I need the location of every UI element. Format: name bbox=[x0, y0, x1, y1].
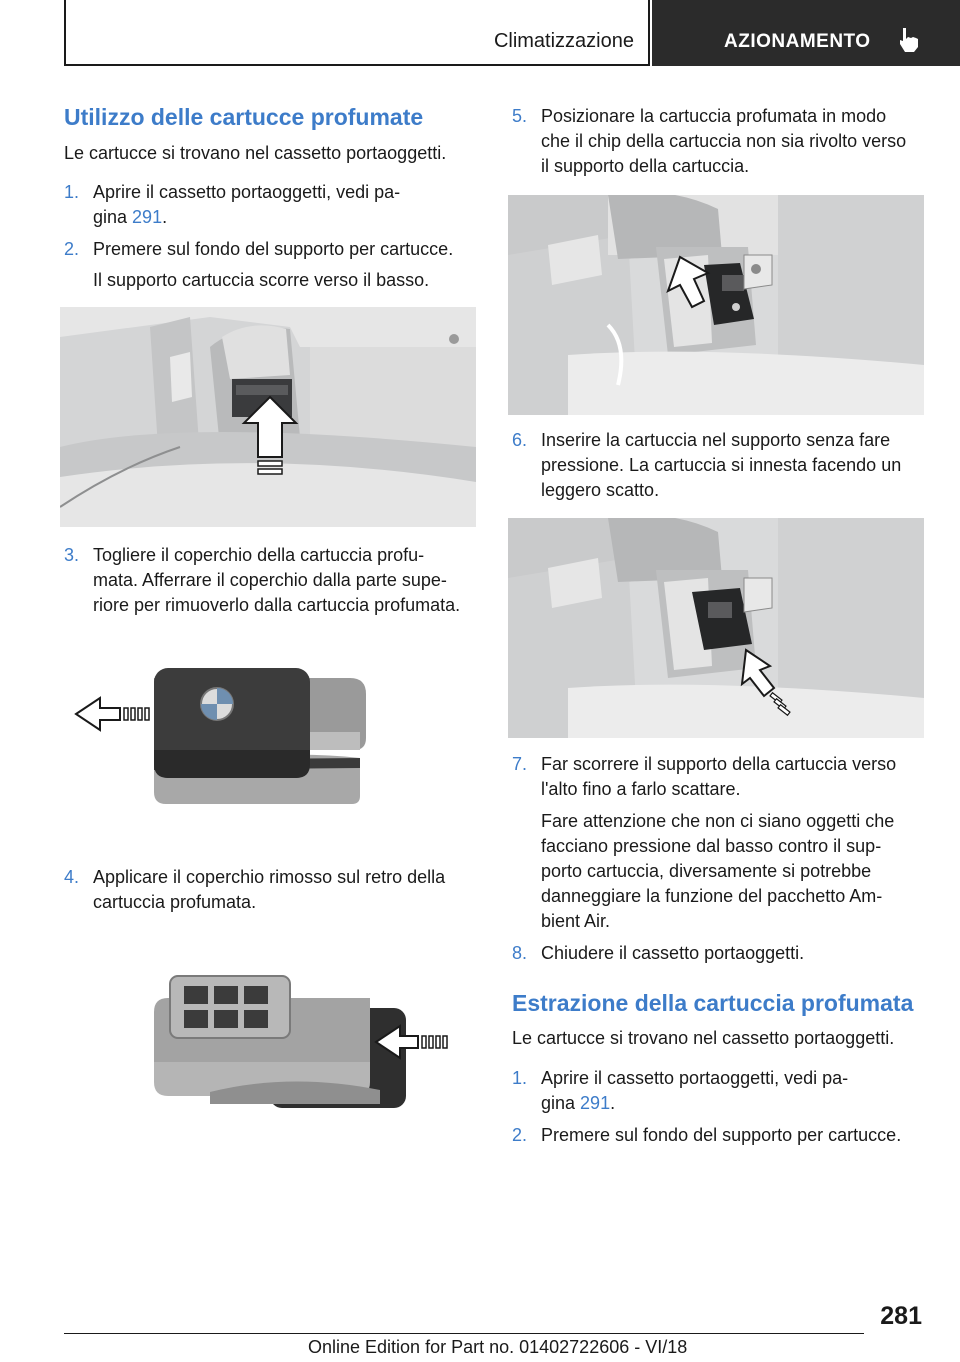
section-title-usage: Utilizzo delle cartucce profumate bbox=[64, 104, 424, 130]
header-rule-left bbox=[64, 0, 66, 66]
page-link-291-b[interactable]: 291 bbox=[580, 1093, 611, 1113]
illustration-attach-lid bbox=[154, 975, 448, 1108]
header-chapter-label: AZIONAMENTO bbox=[724, 31, 871, 52]
step-4-line2: cartuccia profumata. bbox=[93, 892, 257, 912]
step-1-line2: gina 291. bbox=[93, 207, 168, 227]
page-link-291[interactable]: 291 bbox=[132, 207, 163, 227]
step-7-note5: bient Air. bbox=[541, 911, 611, 931]
step-7-note1: Fare attenzione che non ci siano oggetti… bbox=[541, 811, 895, 831]
header-section-title: Climatizzazione bbox=[493, 30, 634, 52]
page-number: 281 bbox=[880, 1302, 922, 1330]
step-1-line1: Aprire il cassetto portaoggetti, vedi pa… bbox=[93, 182, 401, 202]
step-number-7: 7. bbox=[512, 754, 528, 774]
step-7-line1: Far scorrere il supporto della cartuccia… bbox=[541, 754, 897, 774]
intro-text: Le cartucce si trovano nel cassetto port… bbox=[64, 143, 447, 163]
step-4-line1: Applicare il coperchio rimosso sul retro… bbox=[93, 867, 446, 887]
step-number-2: 2. bbox=[64, 239, 80, 259]
header-rule-bottom bbox=[64, 64, 648, 66]
step-3-line2: mata. Afferrare il coperchio dalla parte… bbox=[93, 570, 447, 590]
step-7-note4: danneggiare la funzione del pacchetto Am… bbox=[541, 886, 883, 906]
step-number-8: 8. bbox=[512, 943, 528, 963]
step-3-line3: riore per rimuoverlo dalla cartuccia pro… bbox=[93, 595, 461, 615]
step-number-1: 1. bbox=[64, 182, 80, 202]
intro-text-removal: Le cartucce si trovano nel cassetto port… bbox=[512, 1028, 895, 1048]
step-5-line3: il supporto della cartuccia. bbox=[541, 156, 750, 176]
step-2-text: Premere sul fondo del supporto per cartu… bbox=[93, 239, 454, 259]
illustration-remove-lid bbox=[74, 668, 366, 804]
step-number-5: 5. bbox=[512, 106, 528, 126]
step-1b-line2: gina 291. bbox=[541, 1093, 616, 1113]
step-7-note2: facciano pressione dal basso contro il s… bbox=[541, 836, 882, 856]
step-7-line2: l'alto fino a farlo scattare. bbox=[541, 779, 741, 799]
photo-position-cartridge bbox=[508, 195, 924, 415]
step-2-note: Il supporto cartuccia scorre verso il ba… bbox=[93, 270, 430, 290]
step-8-text: Chiudere il cassetto portaoggetti. bbox=[541, 943, 805, 963]
section-title-removal: Estrazione della cartuccia profumata bbox=[512, 990, 914, 1016]
pointing-hand-icon bbox=[900, 28, 918, 52]
step-6-line2: pressione. La cartuccia si innesta facen… bbox=[541, 455, 902, 475]
step-1b-line1: Aprire il cassetto portaoggetti, vedi pa… bbox=[541, 1068, 849, 1088]
step-number-3: 3. bbox=[64, 545, 80, 565]
step-number-6: 6. bbox=[512, 430, 528, 450]
step-number-2b: 2. bbox=[512, 1125, 528, 1145]
step-2b-text: Premere sul fondo del supporto per cartu… bbox=[541, 1125, 902, 1145]
step-7-note3: porto cartuccia, diversamente si potrebb… bbox=[541, 861, 872, 881]
header-chapter-tab[interactable] bbox=[652, 0, 960, 66]
step-6-line1: Inserire la cartuccia nel supporto senza… bbox=[541, 430, 891, 450]
header-rule-mid bbox=[648, 0, 650, 66]
step-number-4: 4. bbox=[64, 867, 80, 887]
step-5-line1: Posizionare la cartuccia profumata in mo… bbox=[541, 106, 887, 126]
step-5-line2: che il chip della cartuccia non sia rivo… bbox=[541, 131, 907, 151]
photo-glovebox-holder-press bbox=[60, 307, 476, 527]
step-number-1b: 1. bbox=[512, 1068, 528, 1088]
photo-insert-cartridge bbox=[508, 518, 924, 738]
footer-rule bbox=[64, 1333, 864, 1334]
step-3-line1: Togliere il coperchio della cartuccia pr… bbox=[93, 545, 425, 565]
step-6-line3: leggero scatto. bbox=[541, 480, 660, 500]
footer-edition: Online Edition for Part no. 01402722606 … bbox=[308, 1337, 688, 1357]
